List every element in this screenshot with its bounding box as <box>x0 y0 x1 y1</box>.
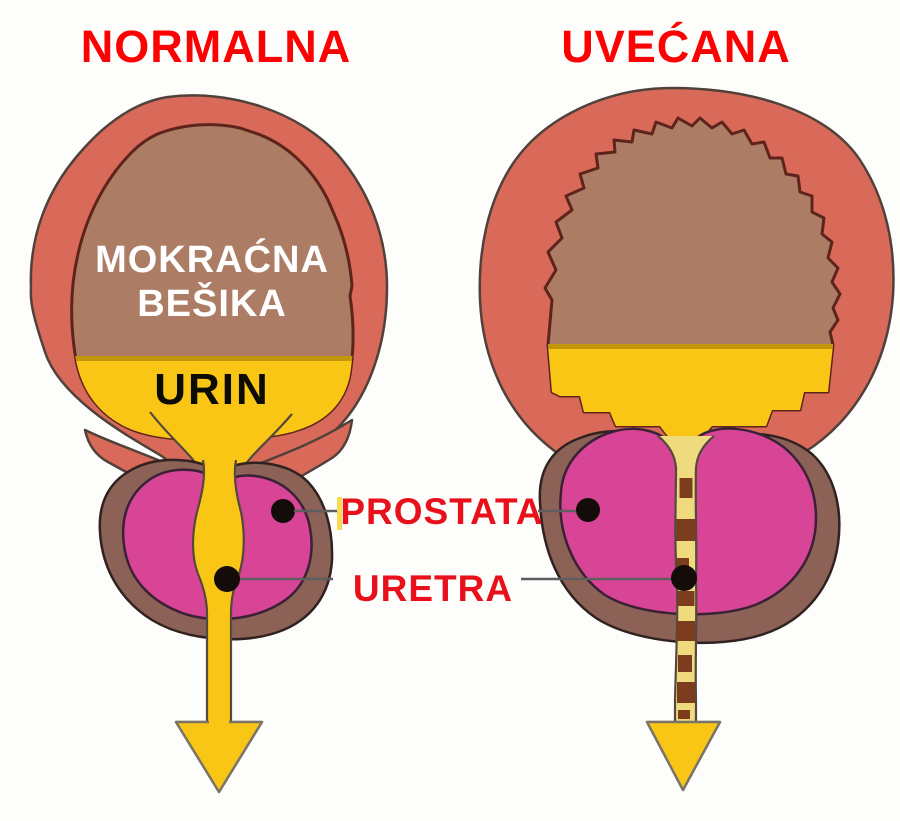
obstruction-dash <box>677 591 695 606</box>
obstruction-dash <box>677 558 689 569</box>
urine-label: URIN <box>154 365 270 414</box>
normal-flow-arrow-head <box>174 720 264 794</box>
normal-urine-surface-line <box>71 356 354 361</box>
enlarged-prostate-dot <box>576 498 600 522</box>
normal-urethra-dot <box>214 566 240 592</box>
bladder-label-line1: MOKRAĆNA <box>95 237 329 281</box>
prostata-label: PROSTATA <box>340 491 543 532</box>
enlarged-diagram-group <box>478 86 895 792</box>
bladder-label-line2: BEŠIKA <box>137 280 287 325</box>
obstruction-dashes <box>676 478 696 719</box>
obstruction-dash <box>676 519 696 541</box>
normal-diagram-group <box>29 94 389 794</box>
obstruction-dash <box>677 682 695 703</box>
enlarged-urine-surface-line <box>545 344 840 349</box>
left-title: NORMALNA <box>81 21 351 72</box>
enlarged-flow-arrow-head <box>645 720 722 792</box>
annotation-layer: NORMALNA UVEĆANA MOKRAĆNA BEŠIKA URIN PR… <box>81 21 791 609</box>
normal-flow-arrow-shaft <box>209 640 229 724</box>
yellow-tick-mark <box>337 497 342 530</box>
uretra-label: URETRA <box>353 568 513 609</box>
obstruction-dash <box>678 710 690 719</box>
obstruction-dash <box>678 655 692 672</box>
obstruction-dash <box>679 478 693 498</box>
enlarged-urethra-dot <box>671 565 697 591</box>
normal-prostate-dot <box>271 499 295 523</box>
right-title: UVEĆANA <box>561 21 791 72</box>
obstruction-dash <box>677 621 695 641</box>
